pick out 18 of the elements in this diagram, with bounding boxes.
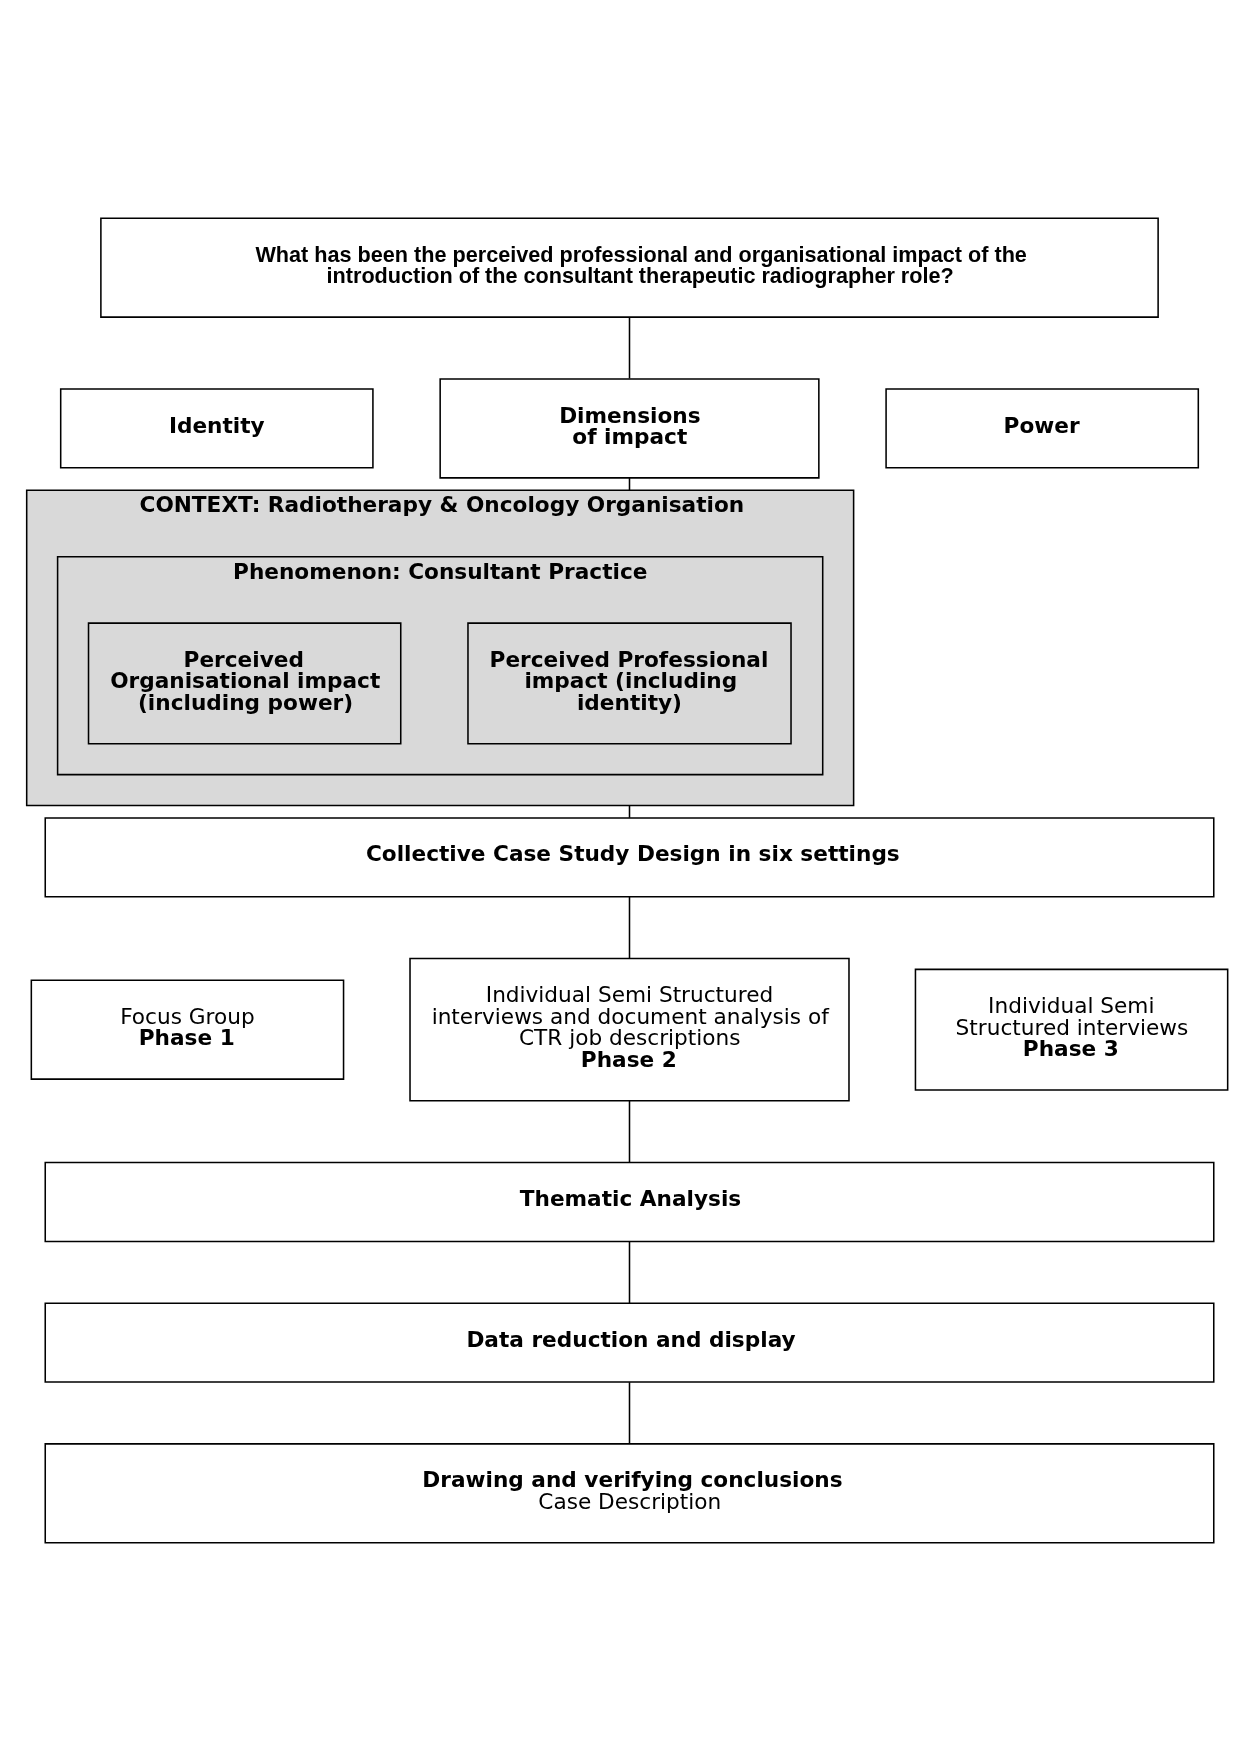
node-box: Individual Semi Structured interviews and document analysis of CTR job descriptions Phase 2 — [409, 957, 850, 1102]
node-box: Focus Group Phase 1 — [30, 978, 345, 1080]
connector — [628, 895, 631, 959]
node-box: Drawing and verifying conclusions Case Description — [44, 1442, 1215, 1544]
node-box: Thematic Analysis — [44, 1161, 1215, 1242]
connector — [628, 1099, 631, 1163]
node-box: Power — [885, 387, 1200, 469]
node-box: Identity — [59, 387, 374, 469]
connector — [628, 316, 631, 379]
node-box: What has been the perceived professional and organisational impact of the introduction of the consultant therapeutic radiographer role? — [100, 216, 1159, 318]
node-box: Dimensions of impact — [439, 377, 820, 479]
node-box: Data reduction and display — [44, 1301, 1215, 1383]
connector — [628, 1380, 631, 1445]
node-box: Individual Semi Structured interviews Phase 3 — [914, 968, 1229, 1091]
node-box: Perceived Organisational impact (including power) — [87, 621, 402, 744]
node-box: Collective Case Study Design in six settings — [44, 816, 1215, 897]
connector — [628, 1240, 631, 1304]
node-box: Perceived Professional impact (including identity) — [467, 621, 792, 744]
